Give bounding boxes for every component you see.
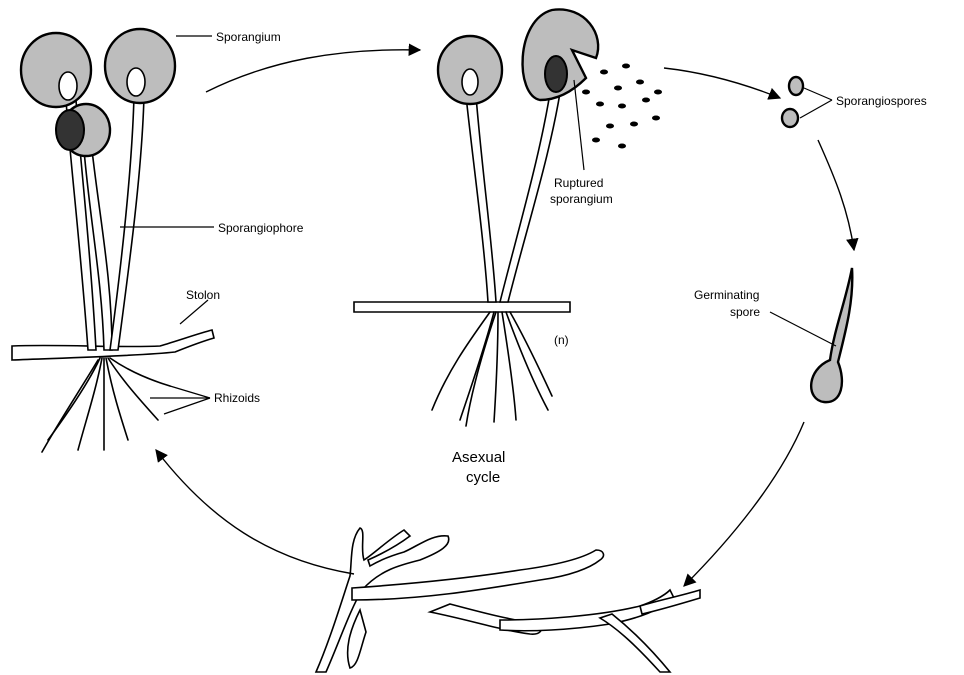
cycle-arrow — [664, 68, 780, 98]
rhizoid-cluster — [432, 312, 552, 426]
label-stolon: Stolon — [186, 288, 220, 302]
germinating-spore — [811, 268, 852, 402]
sporangium-head — [21, 33, 91, 107]
label-rhizoids: Rhizoids — [214, 391, 260, 405]
columella — [545, 56, 567, 92]
sporangiophore-stalk — [110, 96, 144, 350]
columella — [59, 72, 77, 100]
label-ruptured: Ruptured — [554, 176, 603, 190]
released-spores — [582, 64, 662, 149]
label-germinating: Germinating — [694, 288, 759, 302]
label-sporangiospores: Sporangiospores — [836, 94, 927, 108]
label-cycle: cycle — [466, 469, 500, 486]
mature-mycelium — [12, 29, 214, 452]
columella — [127, 68, 145, 96]
cycle-arrow — [818, 140, 854, 250]
rupturing-mycelium — [354, 9, 598, 426]
label-ploidy: (n) — [554, 333, 569, 347]
sporangiospore-pair — [782, 77, 803, 127]
cycle-arrow — [684, 422, 804, 586]
columella — [56, 110, 84, 150]
rhizoid-cluster — [42, 358, 170, 452]
cycle-arrow — [156, 450, 354, 574]
stolon-hypha — [354, 302, 570, 312]
label-sporangium: Sporangium — [216, 30, 281, 44]
label-sporangiophore: Sporangiophore — [218, 221, 304, 235]
columella — [462, 69, 478, 95]
label-ruptured-sporangium: sporangium — [550, 192, 613, 206]
label-asexual: Asexual — [452, 449, 505, 466]
label-germinating-spore: spore — [730, 305, 760, 319]
sporangiophore-stalk — [500, 80, 562, 302]
sporangiophore-stalk — [466, 96, 496, 302]
new-mycelium — [316, 528, 700, 672]
cycle-arrow — [206, 50, 420, 92]
